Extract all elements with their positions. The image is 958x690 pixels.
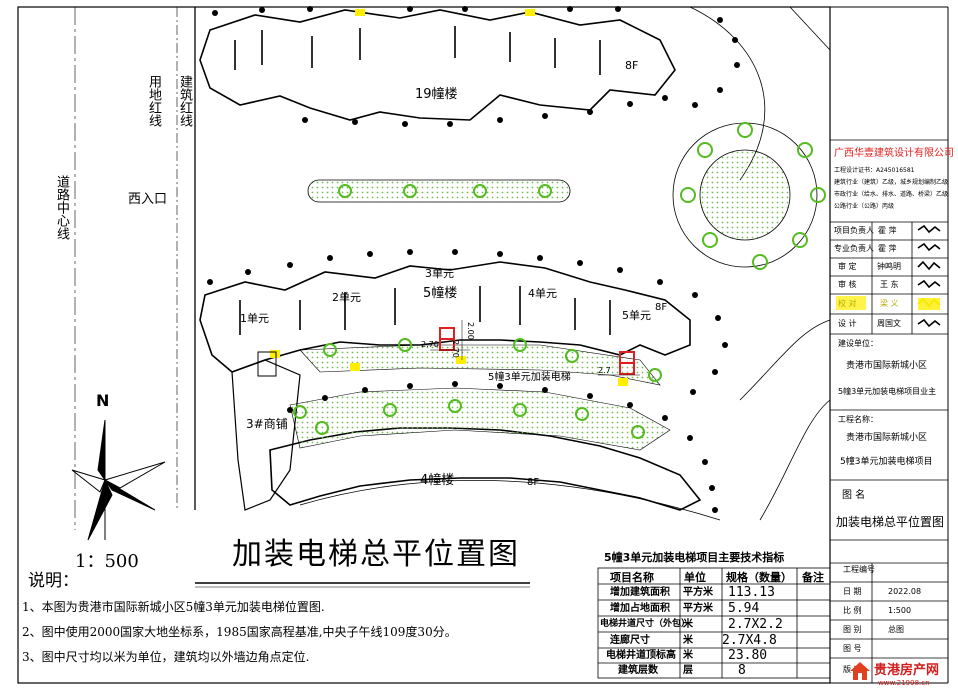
role-label: 专业负责人 (834, 244, 874, 253)
unit-4-label: 4单元 (528, 287, 557, 300)
tech-row-value: 2.7X4.8 (722, 633, 777, 648)
watermark-brand: 贵港房产网 (874, 663, 940, 678)
meta-label: 图 号 (843, 644, 862, 653)
tech-table-caption: 5幢3单元加装电梯项目主要技术指标 (604, 551, 785, 564)
building-19-rooftop-dots (212, 6, 740, 127)
round-plaza (672, 122, 826, 270)
north-label: N (96, 391, 110, 410)
meta-value: 1:500 (888, 606, 912, 615)
dim-c: 2.70 (451, 340, 460, 358)
tech-table-grid (597, 567, 831, 679)
cert-line: 市政行业（给水、排水、道路、桥梁）乙级 (834, 191, 949, 198)
tech-row-unit: 平方米 (683, 587, 713, 598)
meta-label: 图 别 (843, 625, 862, 634)
building-5-floors: 8F (655, 302, 668, 313)
tech-row-unit: 米 (683, 635, 693, 646)
project-label: 工程名称： (838, 415, 878, 424)
drawing-name: 加装电梯总平位置图 (836, 515, 945, 529)
note-1: 1、本图为贵港市国际新城小区5幢3单元加装电梯位置图. (22, 600, 325, 614)
role-label: 审 核 (838, 280, 857, 289)
tech-header-name: 项目名称 (610, 571, 654, 584)
road-center-line-label: 道路中心线 (54, 175, 69, 240)
land-red-line-label: 用地红线 (146, 75, 161, 127)
notes-heading: 说明： (28, 571, 79, 591)
role-name: 梁 义 (880, 299, 899, 308)
build-red-line-label: 建筑红线 (177, 75, 192, 127)
drawing-name-label: 图 名 (842, 490, 866, 501)
green-belt (307, 179, 571, 203)
role-label: 项目负责人 (834, 226, 874, 235)
client-line: 贵港市国际新城小区 (846, 361, 928, 371)
unit-5-label: 5单元 (622, 309, 651, 322)
role-name: 周国文 (877, 319, 901, 328)
role-name: 霍 萍 (878, 244, 897, 253)
unit-2-label: 2单元 (332, 291, 361, 304)
meta-label: 日 期 (843, 587, 862, 596)
watermark-url: www.21998.cn (878, 679, 930, 687)
dim-d: 2.7 (598, 366, 611, 375)
cert-line: 建筑行业（建筑）乙级，城乡规划编制乙级 (834, 179, 949, 186)
cert-line: 工程设计证书：A245016581 (834, 167, 915, 174)
meta-value: 2022.08 (888, 587, 922, 596)
role-label: 设 计 (838, 319, 857, 328)
shop-3-label: 3#商铺 (246, 417, 288, 431)
meta-label: 比 例 (843, 606, 862, 615)
scale-label: 1：500 (75, 551, 139, 572)
tech-row-name: 增加占地面积 (610, 603, 670, 614)
tech-row-unit: 层 (683, 665, 693, 676)
building-5-label: 5幢楼 (423, 286, 458, 301)
role-label: 校 对 (838, 299, 857, 308)
tech-row-value: 113.13 (728, 585, 775, 600)
building-5-outline-dots (207, 249, 728, 513)
role-name: 霍 萍 (878, 226, 897, 235)
company-name: 广西华壹建筑设计有限公司 (834, 148, 954, 159)
dim-a: 2.70 (421, 340, 439, 349)
cert-line: 公路行业（公路）丙级 (834, 203, 895, 210)
building-4-floors: 8F (527, 477, 540, 488)
unit-3-label: 3单元 (425, 267, 454, 280)
building-19-label: 19幢楼 (415, 87, 458, 102)
north-arrow-icon (71, 419, 166, 541)
tech-row-name: 电梯井道尺寸（外包） (600, 619, 691, 629)
tech-row-name: 增加建筑面积 (610, 587, 670, 598)
house-logo-icon (848, 660, 872, 682)
role-name: 王 东 (880, 280, 899, 289)
dim-b: 2.00 (466, 322, 475, 340)
tech-header-unit: 单位 (684, 571, 706, 584)
building-5 (199, 261, 691, 373)
drawing-title: 加装电梯总平位置图 (232, 537, 520, 572)
note-2: 2、图中使用2000国家大地坐标系，1985国家高程基准,中央子午线109度30… (22, 625, 457, 639)
role-name: 钟鸣明 (877, 262, 901, 271)
tech-row-name: 建筑层数 (618, 665, 658, 676)
drawing-frame (17, 6, 831, 684)
shop-3-outline (231, 359, 301, 511)
building-19-floors: 8F (625, 59, 639, 72)
project-line: 贵港市国际新城小区 (846, 433, 928, 443)
building-4-label: 4幢楼 (420, 473, 455, 488)
west-entrance-label: 西入口 (128, 192, 168, 207)
tech-row-name: 连廊尺寸 (610, 635, 650, 646)
tech-row-unit: 平方米 (683, 603, 713, 614)
tech-header-note: 备注 (802, 571, 824, 584)
project-line: 5幢3单元加装电梯项目 (840, 457, 933, 467)
tech-row-unit: 米 (683, 619, 693, 630)
meta-label: 工程编号 (843, 565, 875, 574)
tech-row-value: 8 (738, 663, 746, 678)
client-line: 5幢3单元加装电梯项目业主 (838, 387, 937, 396)
role-label: 审 定 (838, 262, 857, 271)
tech-row-name: 电梯井道顶标高 (606, 650, 676, 661)
unit-1-label: 1单元 (240, 312, 269, 325)
elevator-label: 5幢3单元加装电梯 (488, 372, 571, 383)
client-label: 建设单位： (838, 339, 878, 348)
meta-value: 总图 (888, 625, 904, 634)
tech-row-unit: 米 (683, 650, 693, 661)
building-19 (199, 9, 676, 121)
title-block-grid (830, 139, 948, 683)
tech-row-value: 23.80 (728, 648, 768, 663)
tech-row-value: 2.7X2.2 (728, 617, 783, 632)
tech-header-value: 规格（数量） (726, 571, 792, 584)
note-3: 3、图中尺寸均以米为单位，建筑均以外墙边角点定位. (22, 650, 310, 664)
tech-row-value: 5.94 (728, 601, 760, 616)
